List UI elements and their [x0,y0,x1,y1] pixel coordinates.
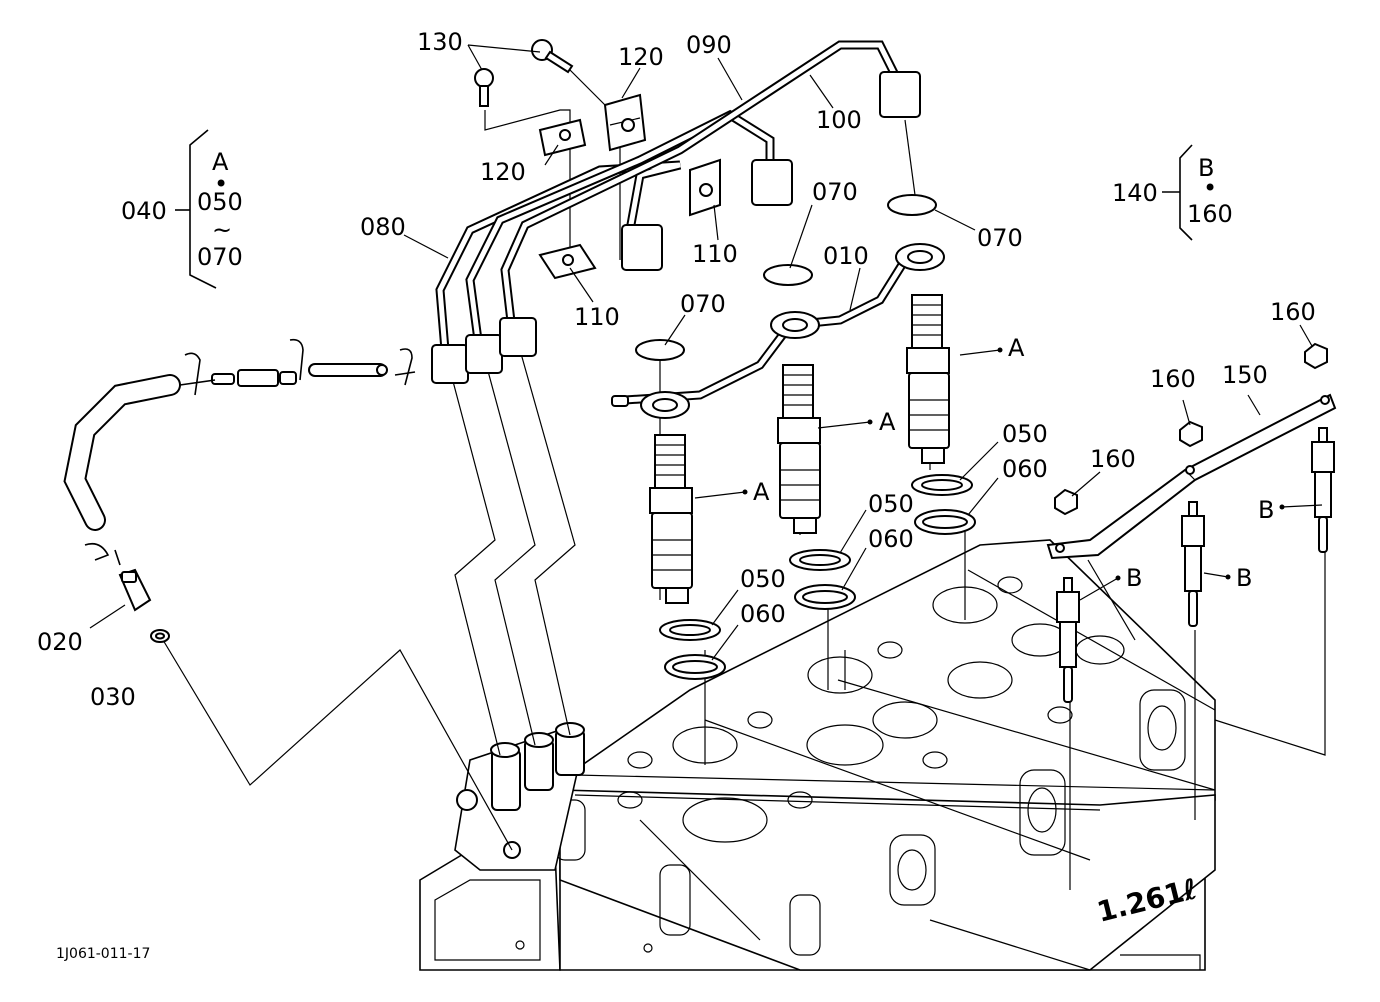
kit-a-dot: • [214,170,228,198]
callout-080: 080 [360,213,406,241]
injection-pump [454,722,585,871]
pipe-clamps [474,39,721,280]
callout-050-mid: 050 [868,490,914,518]
marker-b-left: B [1126,564,1142,592]
callout-070-right: 070 [977,224,1023,252]
callout-leaders [89,44,1323,661]
kit-a-to: 070 [197,243,243,271]
callout-040: 040 [121,197,167,225]
injector-1 [635,339,726,680]
callout-160-mid: 160 [1150,365,1196,393]
callout-090: 090 [686,31,732,59]
overflow-hose [63,338,416,643]
leader-lines [162,59,1326,890]
callout-160-right: 160 [1270,298,1316,326]
callout-130: 130 [417,28,463,56]
injection-pipes [431,40,921,384]
callout-110-lower: 110 [574,303,620,331]
callout-120-upper: 120 [618,43,664,71]
callout-120-lower: 120 [480,158,526,186]
callout-100: 100 [816,106,862,134]
kit-a-tilde: ~ [212,216,232,244]
marker-a-right: A [1008,334,1025,362]
kit-a-bracket [175,129,217,289]
kit-b-dot: • [1203,174,1217,202]
kit-b-bracket [1162,144,1193,241]
callout-060-right: 060 [1002,455,1048,483]
callout-070-mid: 070 [812,178,858,206]
callout-060-mid: 060 [868,525,914,553]
callout-150: 150 [1222,361,1268,389]
marker-a-left: A [753,478,770,506]
callout-140: 140 [1112,179,1158,207]
callout-110-right: 110 [692,240,738,268]
marker-b-right: B [1258,496,1274,524]
callout-160-left: 160 [1090,445,1136,473]
kit-b-letter: B [1198,154,1214,182]
glow-plug-set [1046,342,1337,703]
callout-labels: 130 120 090 100 120 080 110 110 070 070 … [37,28,1316,962]
callout-060-left: 060 [740,600,786,628]
kit-a-from: 050 [197,188,243,216]
injector-3 [887,194,976,535]
callout-070-left: 070 [680,290,726,318]
figure-code: 1J061-011-17 [56,946,150,962]
callout-050-left: 050 [740,565,786,593]
cylinder-head: 1.261ℓ [419,539,1216,971]
callout-010: 010 [823,242,869,270]
marker-a-mid: A [879,408,896,436]
leak-off-pipe [611,243,945,419]
kit-a-letter: A [212,148,229,176]
callout-020: 020 [37,628,83,656]
marker-b-mid: B [1236,564,1252,592]
kit-b-to: 160 [1187,200,1233,228]
callout-030: 030 [90,683,136,711]
injector-2 [763,264,856,610]
callout-050-right: 050 [1002,420,1048,448]
